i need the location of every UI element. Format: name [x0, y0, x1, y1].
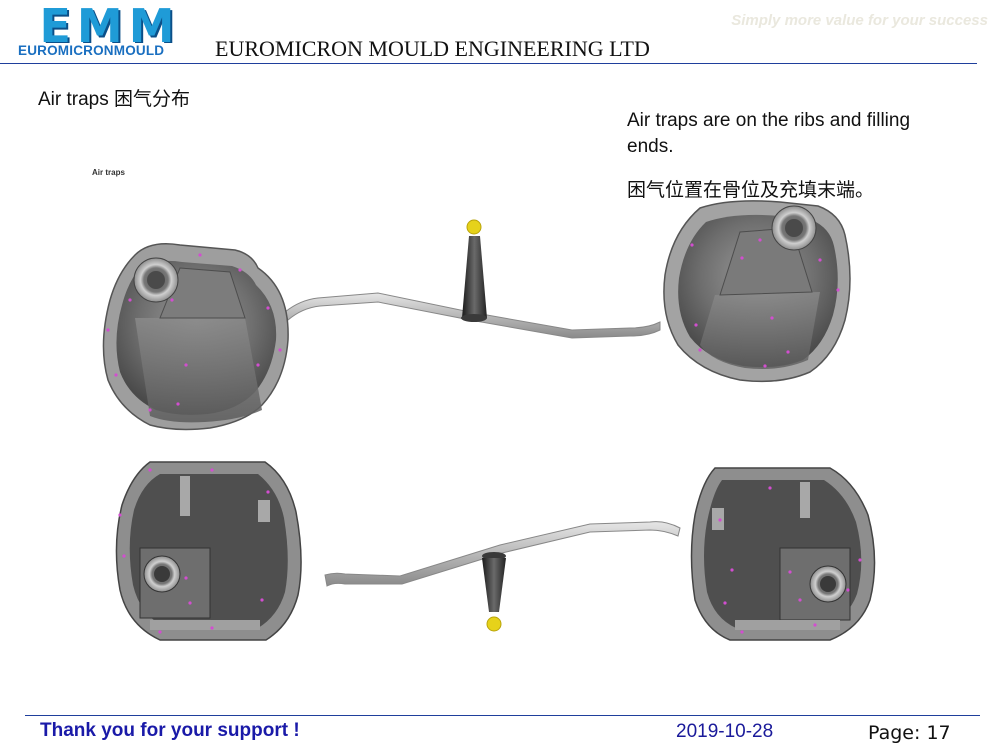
note-english: Air traps are on the ribs and filling en… — [627, 110, 911, 157]
logo-euromicronmould-text: EUROMICRONMOULD — [18, 43, 202, 58]
air-trap-markers — [106, 238, 862, 634]
page-number: Page: 17 — [868, 722, 951, 744]
gate-marker-bottom — [486, 616, 502, 632]
bottom-right-part — [690, 467, 876, 641]
bottom-runner — [324, 521, 681, 587]
footer-date: 2019-10-28 — [676, 721, 774, 742]
air-traps-simulation-figure — [102, 200, 876, 641]
top-sprue — [461, 219, 487, 322]
gate-marker-top — [466, 219, 482, 235]
bottom-sprue — [482, 552, 506, 632]
emm-logo: EMM EUROMICRONMOULD — [18, 0, 202, 59]
note-chinese: 困气位置在骨位及充填末端。 — [627, 180, 875, 201]
top-left-part — [102, 243, 289, 431]
footer-divider — [25, 715, 980, 716]
header-divider — [0, 63, 977, 64]
bottom-left-part — [115, 461, 302, 641]
slide-title: Air traps 困气分布 — [38, 89, 191, 110]
figure-label: Air traps — [92, 168, 125, 177]
company-name: EUROMICRON MOULD ENGINEERING LTD — [215, 36, 650, 61]
top-right-part — [663, 200, 851, 383]
slogan: Simply more value for your success — [731, 12, 988, 29]
footer-thanks: Thank you for your support ! — [40, 720, 300, 741]
